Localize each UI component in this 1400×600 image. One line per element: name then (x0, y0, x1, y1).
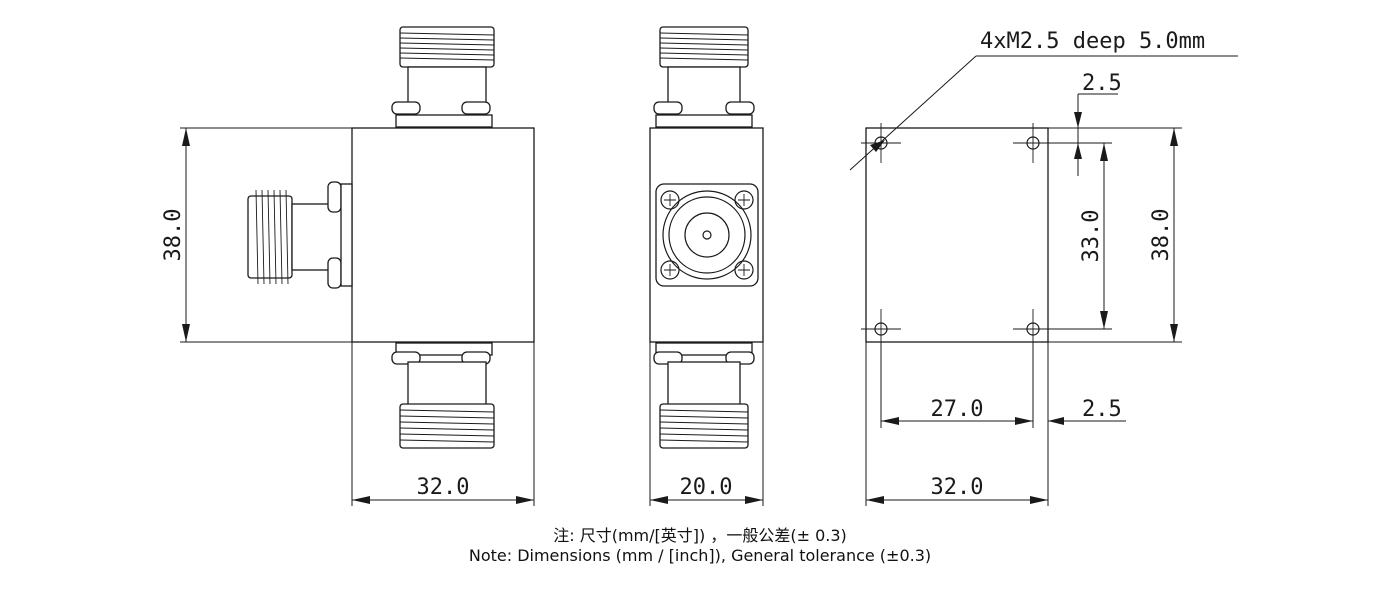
side-view: 20.0 (649, 26, 764, 506)
right-height-dimension: 38.0 (1048, 127, 1182, 343)
front-height-dimension: 38.0 (161, 127, 352, 343)
side-top-connector (653, 26, 755, 128)
note-english: Note: Dimensions (mm / [inch]), General … (468, 546, 932, 565)
side-flange (655, 183, 759, 287)
side-width-dimension: 20.0 (649, 342, 764, 506)
right-width-dimension: 32.0 (865, 342, 1048, 506)
note-chinese: 注: 尺寸(mm/[英寸]) ，一般公差(± 0.3) (553, 526, 847, 545)
top-offset-dimension: 2.5 (1048, 71, 1122, 176)
hole-spacing-horizontal-dimension: 27.0 (880, 342, 1049, 506)
front-height-label: 38.0 (161, 209, 186, 262)
side-bottom-connector (653, 342, 755, 449)
hole-spacing-vertical-label: 33.0 (1079, 210, 1104, 263)
mounting-hole (1013, 123, 1053, 163)
mounting-outline (865, 127, 1049, 343)
hole-spec-label: 4xM2.5 deep 5.0mm (980, 29, 1205, 54)
top-offset-label: 2.5 (1082, 71, 1122, 96)
right-width-label: 32.0 (931, 475, 984, 500)
hole-spec-leader: 4xM2.5 deep 5.0mm (849, 29, 1238, 171)
front-side-connector (247, 181, 353, 289)
front-bottom-connector (391, 342, 495, 449)
front-width-dimension: 32.0 (351, 342, 535, 506)
hole-spacing-vertical-dimension: 33.0 (1040, 143, 1112, 330)
front-top-connector (391, 26, 495, 128)
front-body (351, 127, 535, 343)
right-offset-label: 2.5 (1082, 397, 1122, 422)
hole-spacing-horizontal-label: 27.0 (931, 397, 984, 422)
mounting-view: 4xM2.5 deep 5.0mm 2.5 33.0 38 (849, 29, 1238, 506)
right-offset-dimension: 2.5 (1048, 397, 1126, 425)
front-width-label: 32.0 (417, 475, 470, 500)
right-height-label: 38.0 (1149, 209, 1174, 262)
side-width-label: 20.0 (680, 475, 733, 500)
front-view: 38.0 32.0 (161, 26, 535, 506)
